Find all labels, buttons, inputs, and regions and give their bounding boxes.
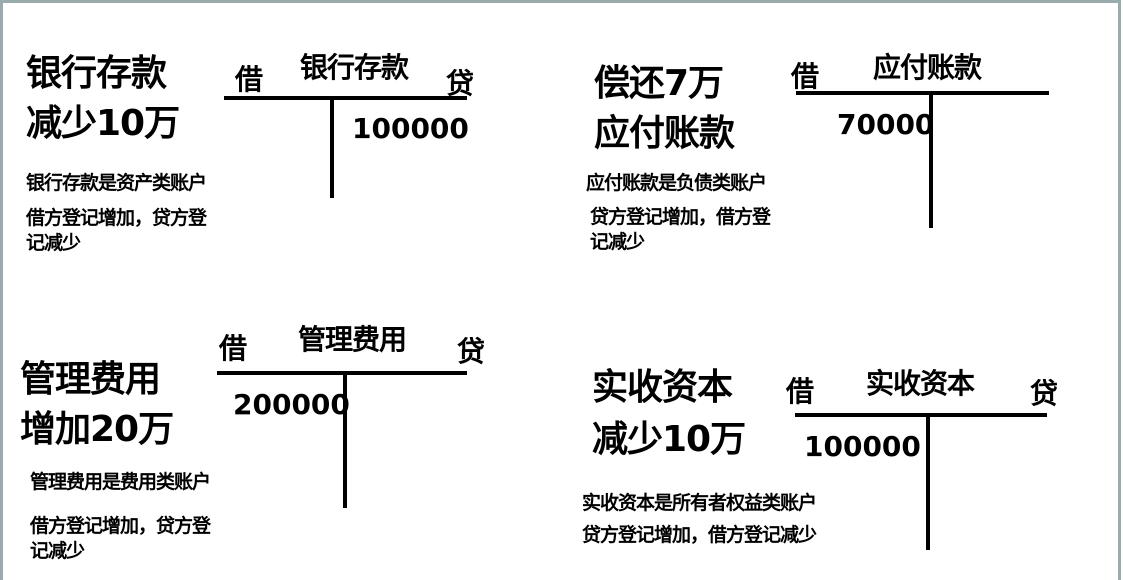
t-account-horizontal-rule [795,413,1047,417]
debit-label: 借 [786,375,815,408]
t-account-horizontal-rule [224,96,467,100]
debit-amount: 70000 [837,108,935,141]
panel-description: 借方登记增加，贷方登 [30,515,211,537]
debit-amount: 200000 [233,388,350,421]
debit-label: 借 [791,60,820,93]
panel-description: 贷方登记增加，借方登记减少 [582,524,817,546]
panel-heading: 银行存款 [26,53,167,94]
credit-amount: 100000 [352,112,469,145]
panel-description: 实收资本是所有者权益类账户 [582,492,817,514]
t-account-horizontal-rule [796,91,1049,95]
t-account-title: 应付账款 [873,51,982,84]
panel-heading: 应付账款 [594,113,735,154]
t-account-title: 实收资本 [866,367,975,400]
credit-label: 贷 [446,67,475,100]
panel-description: 记减少 [30,540,85,562]
panel-description: 记减少 [590,231,645,253]
t-account-horizontal-rule [217,371,467,375]
panel-heading: 管理费用 [20,359,161,400]
panel-description: 贷方登记增加，借方登 [590,206,771,228]
t-account-vertical-rule [330,98,334,198]
panel-heading: 减少10万 [592,419,746,460]
credit-label: 贷 [1030,377,1059,410]
panel-heading: 减少10万 [26,103,180,144]
debit-label: 借 [235,63,264,96]
panel-description: 借方登记增加，贷方登 [26,207,207,229]
panel-description: 记减少 [26,232,81,254]
t-account-vertical-rule [929,93,933,228]
debit-label: 借 [219,332,248,365]
panel-heading: 偿还7万 [594,63,724,104]
panel-description: 管理费用是费用类账户 [30,471,211,493]
t-account-title: 银行存款 [300,51,409,84]
debit-amount: 100000 [804,430,921,463]
t-account-vertical-rule [926,415,930,550]
panel-heading: 实收资本 [592,367,733,408]
panel-description: 银行存款是资产类账户 [26,172,207,194]
panel-heading: 增加20万 [20,409,174,450]
credit-label: 贷 [457,335,486,368]
t-account-title: 管理费用 [298,323,407,356]
panel-description: 应付账款是负债类账户 [586,172,767,194]
t-account-vertical-rule [343,373,347,508]
